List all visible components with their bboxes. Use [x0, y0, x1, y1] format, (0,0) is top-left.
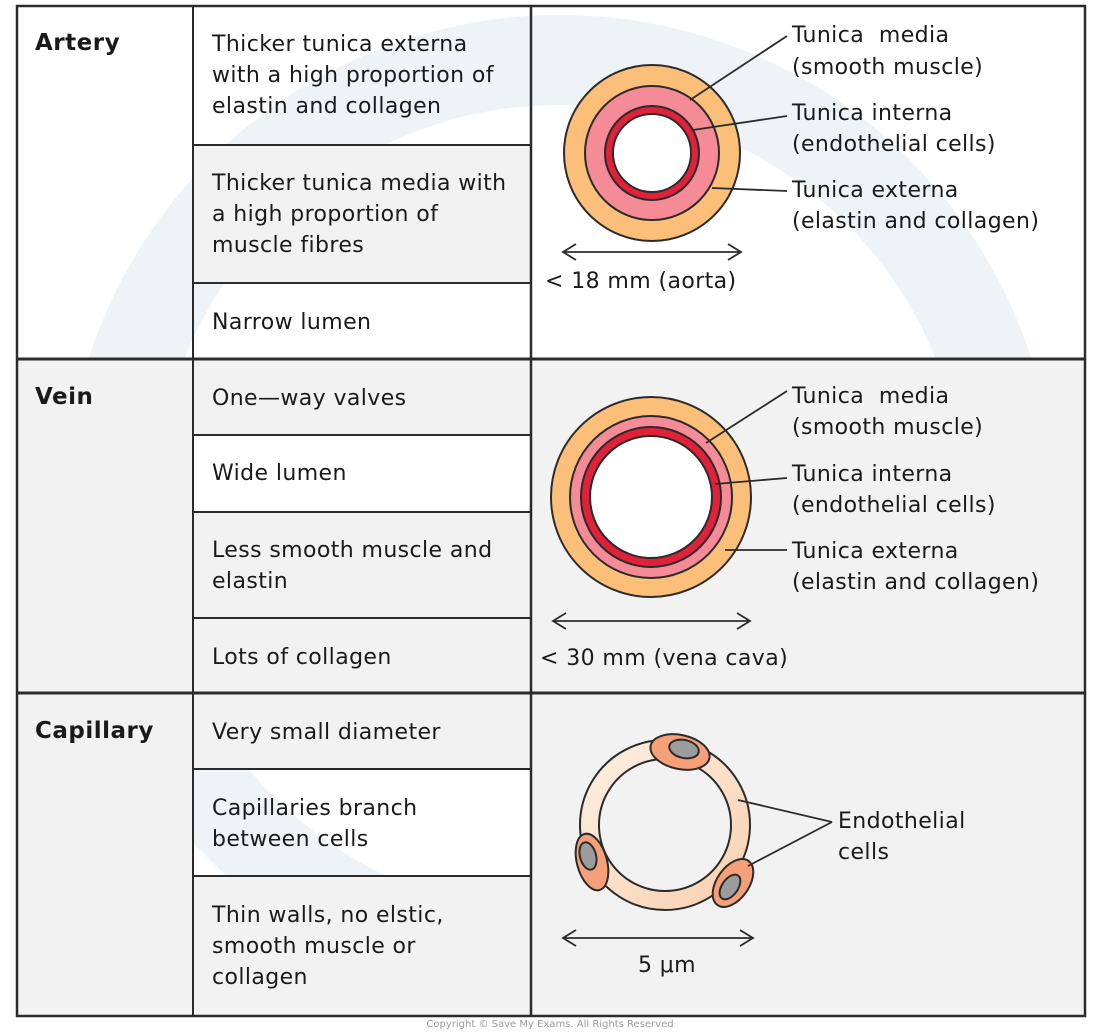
copyright-notice: Copyright © Save My Exams. All Rights Re…	[426, 1019, 674, 1030]
nucleus-right	[718, 873, 742, 901]
endothelial-cells	[574, 733, 755, 908]
capillary-feature-1: Very small diameter	[212, 720, 441, 745]
artery-label-interna-2: (endothelial cells)	[792, 132, 996, 157]
capillary-feature-2: Capillaries branch between cells	[212, 796, 418, 852]
vein-label-externa-1: Tunica externa	[792, 539, 959, 564]
capillary-size-label: 5 μm	[638, 953, 697, 978]
vein-label-media-2: (smooth muscle)	[792, 415, 984, 440]
vein-feature-3: Less smooth muscle and elastin	[212, 538, 493, 594]
artery-size-label: < 18 mm (aorta)	[545, 269, 737, 294]
capillary-label-endothelial-2: cells	[838, 840, 890, 865]
nucleus-left	[578, 841, 598, 871]
vein-lumen	[589, 435, 713, 559]
capillary-wall	[579, 739, 751, 911]
shade-vein-feature-4	[193, 618, 531, 693]
artery-label-media-1: Tunica media	[792, 23, 950, 48]
vein-size-label: < 30 mm (vena cava)	[540, 646, 789, 671]
artery-feature-1: Thicker tunica externa with a high propo…	[212, 32, 494, 119]
artery-label-externa-1: Tunica externa	[792, 178, 959, 203]
row-label-vein: Vein	[35, 384, 94, 410]
artery-lumen	[612, 113, 692, 193]
artery-feature-3: Narrow lumen	[212, 310, 372, 335]
nucleus-top	[668, 738, 700, 760]
shade-vein-label	[17, 359, 193, 693]
row-label-capillary: Capillary	[35, 718, 154, 744]
capillary-label-endothelial-1: Endothelial	[838, 809, 966, 834]
capillary-feature-3: Thin walls, no elstic, smooth muscle or …	[212, 903, 444, 990]
vein-label-media-1: Tunica media	[792, 384, 950, 409]
vein-feature-4: Lots of collagen	[212, 645, 392, 670]
vein-label-interna-1: Tunica interna	[792, 462, 953, 487]
vein-feature-2: Wide lumen	[212, 461, 347, 486]
artery-label-interna-1: Tunica interna	[792, 101, 953, 126]
vein-feature-1: One—way valves	[212, 386, 407, 411]
shade-vein-feature-3	[193, 512, 531, 618]
artery-feature-2: Thicker tunica media with a high proport…	[212, 171, 507, 258]
artery-label-externa-2: (elastin and collagen)	[792, 209, 1040, 234]
shade-capillary-feature-1	[193, 693, 531, 769]
vein-label-interna-2: (endothelial cells)	[792, 493, 996, 518]
artery-label-media-2: (smooth muscle)	[792, 55, 984, 80]
shade-capillary-label	[17, 693, 193, 1016]
shade-artery-feature-2	[193, 145, 531, 283]
vein-label-externa-2: (elastin and collagen)	[792, 570, 1040, 595]
shade-capillary-feature-3	[193, 876, 531, 1016]
shade-vein-feature-1	[193, 359, 531, 435]
row-label-artery: Artery	[35, 30, 121, 56]
shade-capillary-diagram	[531, 693, 1085, 1016]
